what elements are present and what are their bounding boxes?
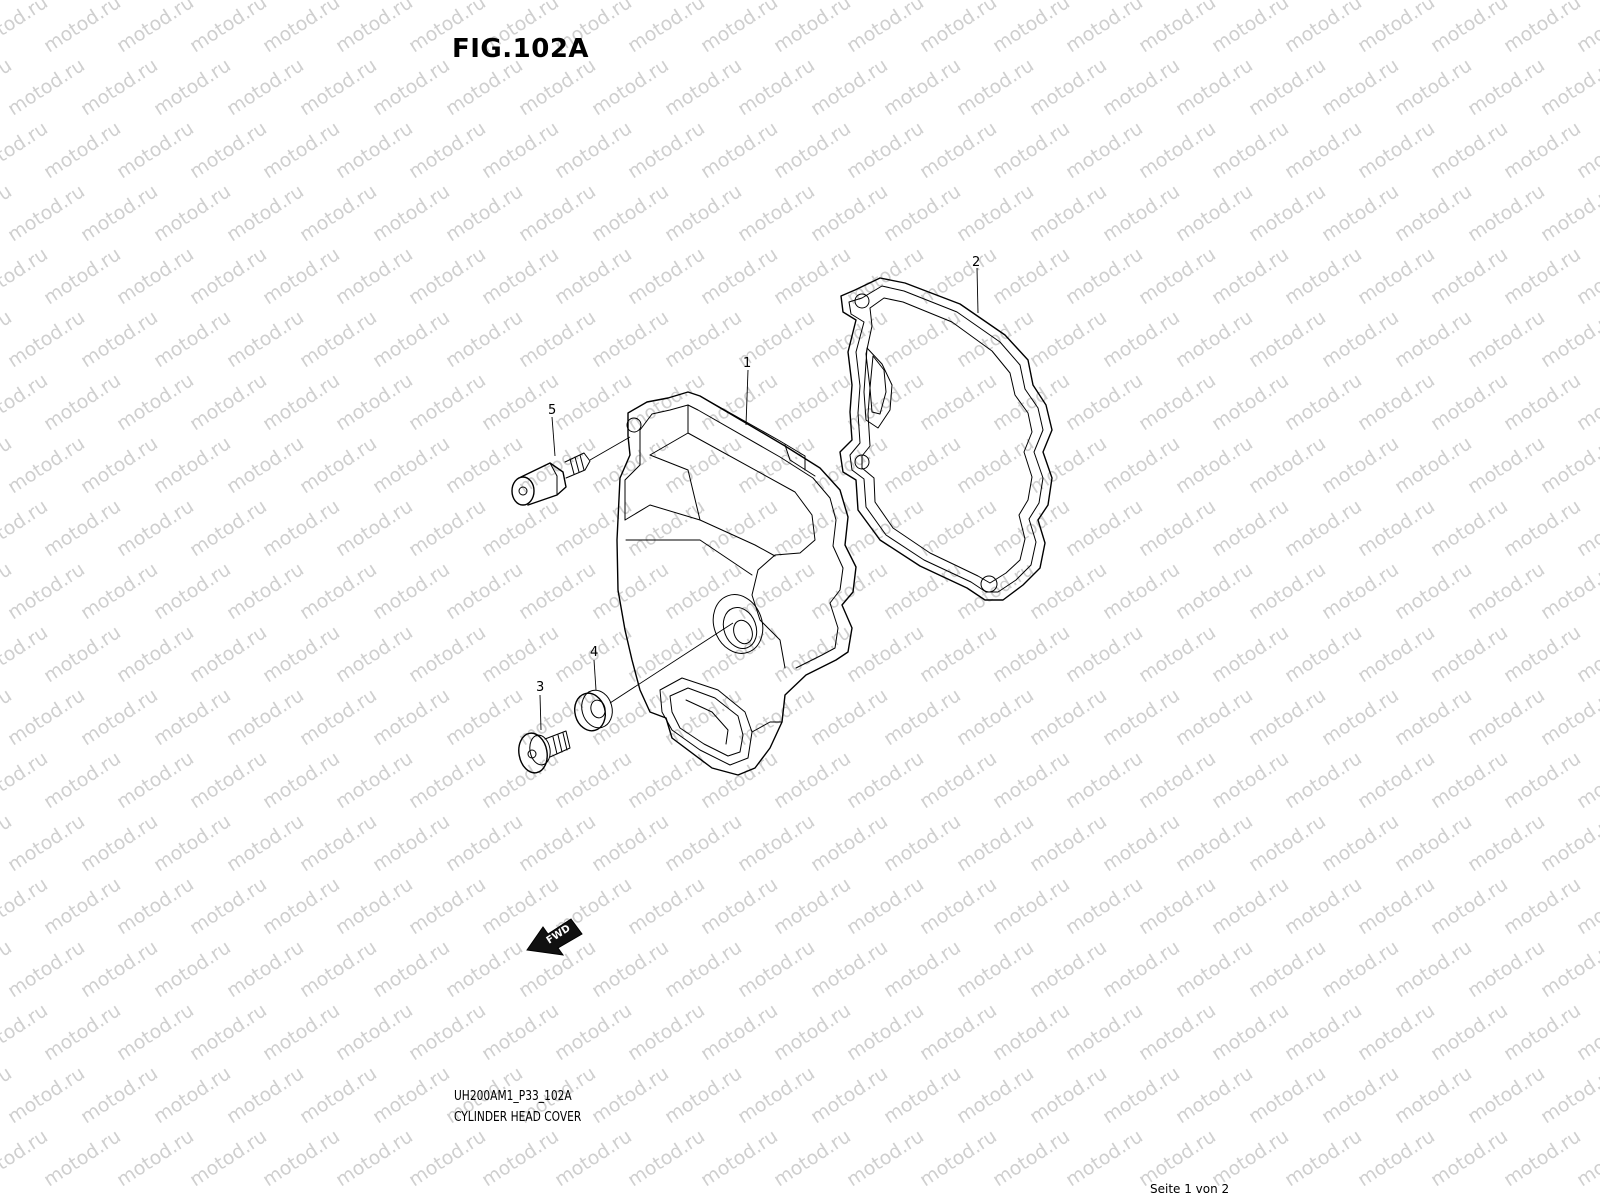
figure-name: CYLINDER HEAD COVER — [454, 1110, 582, 1125]
cylinder-head-cover-gasket — [839, 277, 1053, 601]
page-indicator: Seite 1 von 2 — [1150, 1182, 1230, 1196]
cover-bolt-long — [511, 452, 591, 506]
forward-arrow-icon: FWD — [526, 918, 583, 956]
callout-3: 3 — [536, 680, 545, 695]
cylinder-head-cover — [616, 391, 857, 776]
cover-bolt — [518, 730, 571, 774]
figure-title: FIG.102A — [452, 34, 590, 64]
bolt-seal-washer — [573, 689, 613, 732]
callout-4: 4 — [590, 645, 599, 660]
callout-5: 5 — [548, 403, 557, 418]
callout-1: 1 — [743, 356, 752, 371]
figure-code: UH200AM1_P33_102A — [454, 1089, 572, 1104]
callout-2: 2 — [972, 255, 981, 270]
